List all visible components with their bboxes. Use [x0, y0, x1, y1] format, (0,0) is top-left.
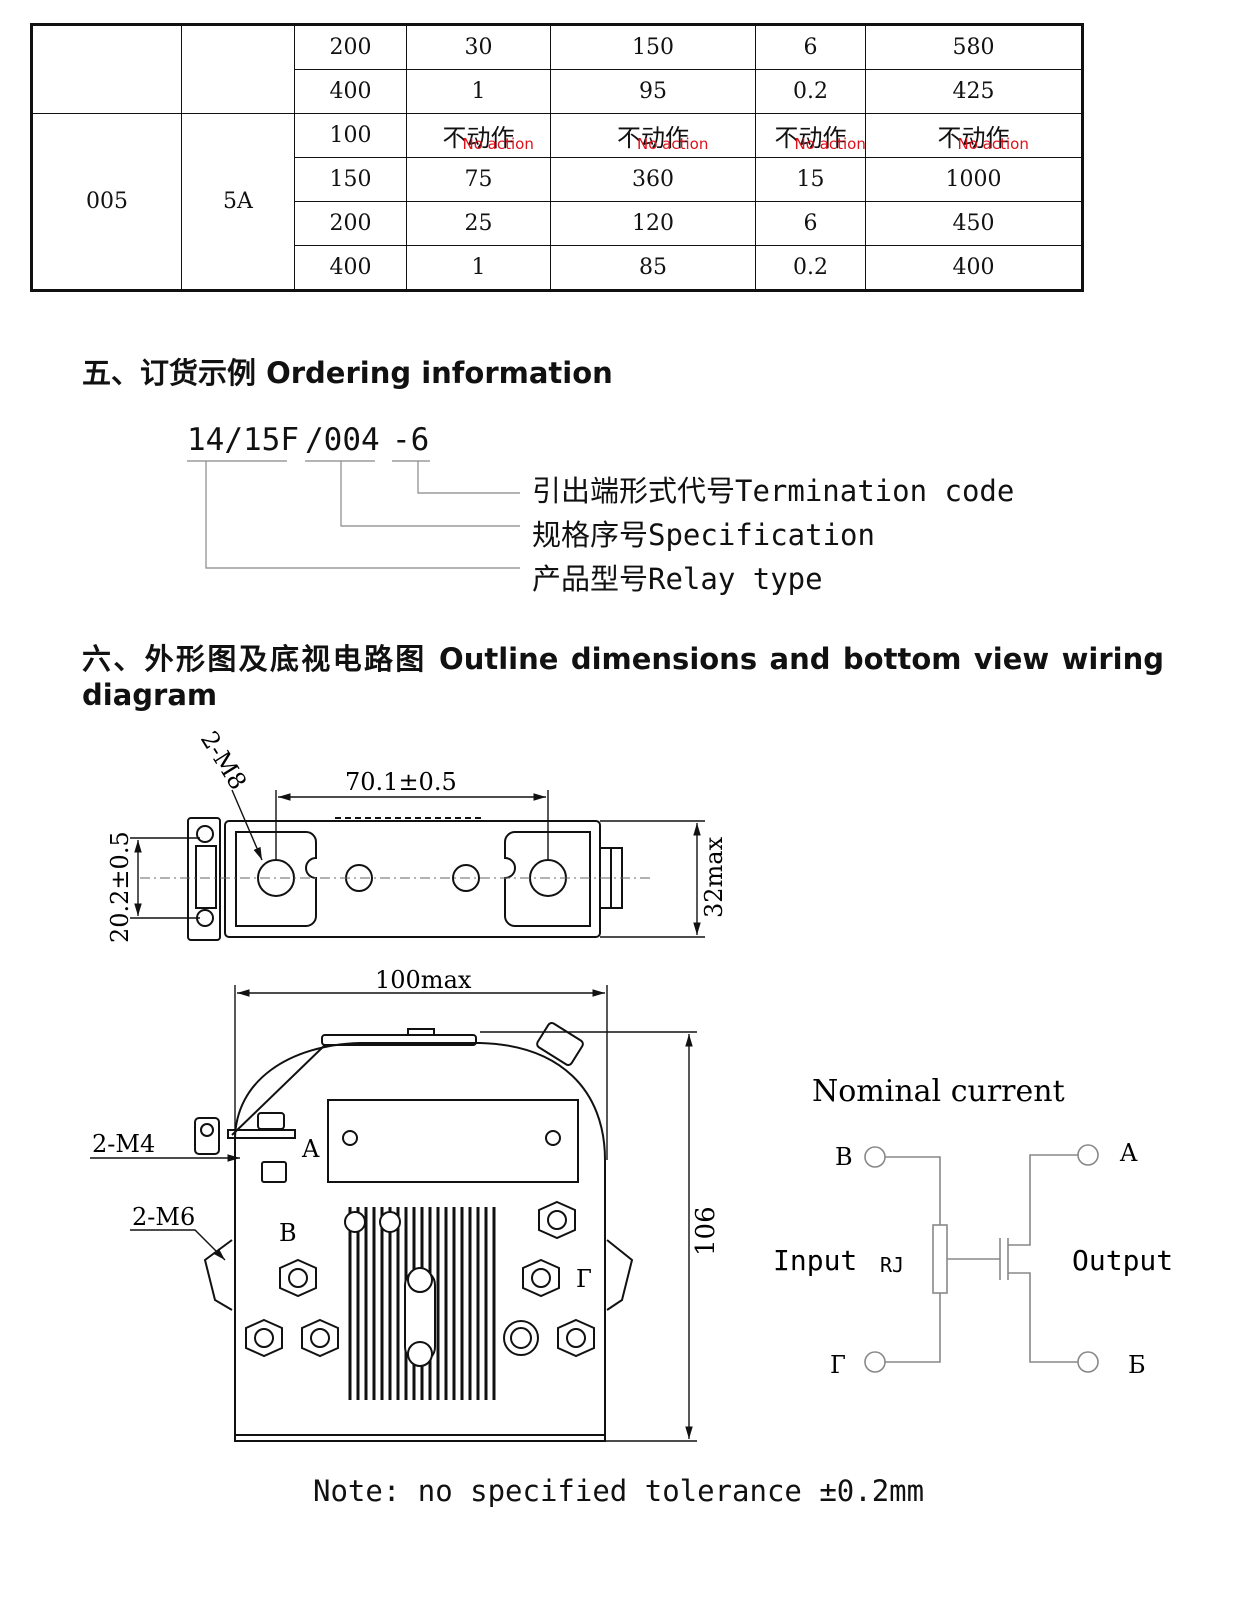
no-action-en: No action [637, 135, 709, 153]
wiring-a-label: A [1119, 1139, 1138, 1167]
no-action-zh: 不动作 [937, 124, 1010, 152]
wiring-rj-label: RJ [880, 1253, 904, 1277]
group-current-cell [181, 24, 295, 114]
dim-106: 106 [691, 1206, 721, 1256]
dim-32: 32max [700, 836, 728, 918]
order-code-part1: 14/15F [187, 422, 299, 458]
wiring-input-label: Input [773, 1244, 857, 1277]
dim-70: 70.1±0.5 [345, 768, 457, 796]
table-cell: 150 [294, 157, 407, 202]
order-code-part3: -6 [392, 422, 430, 458]
dim-100: 100max [375, 966, 472, 994]
no-action-en: No action [794, 135, 866, 153]
ordering-leader-lines [187, 460, 520, 569]
table-cell: 0.2 [755, 69, 866, 114]
wiring-diagram [864, 1144, 1099, 1373]
no-action-zh: 不动作 [617, 124, 689, 152]
dim-m4: 2-M4 [92, 1130, 155, 1158]
front-view [194, 1022, 634, 1442]
top-view [187, 817, 623, 941]
ordering-heading: 五、订货示例 Ordering information [82, 356, 613, 390]
wiring-title: Nominal current [812, 1074, 1065, 1109]
dim-m6: 2-M6 [132, 1203, 195, 1231]
table-cell: 425 [865, 69, 1083, 114]
table-cell: 400 [865, 245, 1083, 291]
wiring-output-label: Output [1072, 1244, 1173, 1277]
table-cell: 150 [550, 24, 756, 70]
table-cell: 6 [755, 201, 866, 246]
table-cell: 75 [406, 157, 551, 202]
table-cell: 400 [294, 69, 407, 114]
wiring-b-label: B [835, 1143, 853, 1171]
table-cell: 450 [865, 201, 1083, 246]
group-current-cell: 5A [181, 113, 295, 291]
wiring-be-label: Б [1128, 1351, 1146, 1379]
dim-20: 20.2±0.5 [106, 831, 134, 943]
tolerance-note: Note: no specified tolerance ±0.2mm [313, 1474, 925, 1508]
dim-m8: 2-M8 [195, 726, 252, 794]
no-action-zh: 不动作 [774, 124, 847, 152]
no-action-en: No action [957, 135, 1029, 153]
group-code-cell: 005 [31, 113, 182, 291]
table-cell: 25 [406, 201, 551, 246]
label-termination-code: 引出端形式代号Termination code [532, 474, 1015, 508]
table-cell: 6 [755, 24, 866, 70]
order-code-part2: /004 [305, 422, 380, 458]
table-cell: 360 [550, 157, 756, 202]
no-action-en: No action [462, 135, 534, 153]
outline-drawing: 70.1±0.5 20.2±0.5 32max 2-M8 [90, 726, 1173, 1442]
table-cell: 200 [294, 24, 407, 70]
table-cell: 1 [406, 245, 551, 291]
terminal-b-label: B [279, 1219, 297, 1247]
outline-heading: 六、外形图及底视电路图 Outline dimensions and botto… [82, 642, 1164, 676]
label-relay-type: 产品型号Relay type [532, 562, 823, 596]
label-specification: 规格序号Specification [532, 518, 875, 552]
wiring-g-label: Г [830, 1351, 846, 1379]
outline-heading-cont: diagram [82, 678, 218, 712]
terminal-a-label: A [301, 1135, 320, 1163]
table-cell: 400 [294, 245, 407, 291]
terminal-g-label: Г [576, 1265, 592, 1293]
table-cell: 0.2 [755, 245, 866, 291]
table-cell: 1000 [865, 157, 1083, 202]
no-action-zh: 不动作 [442, 124, 515, 152]
table-cell: 200 [294, 201, 407, 246]
